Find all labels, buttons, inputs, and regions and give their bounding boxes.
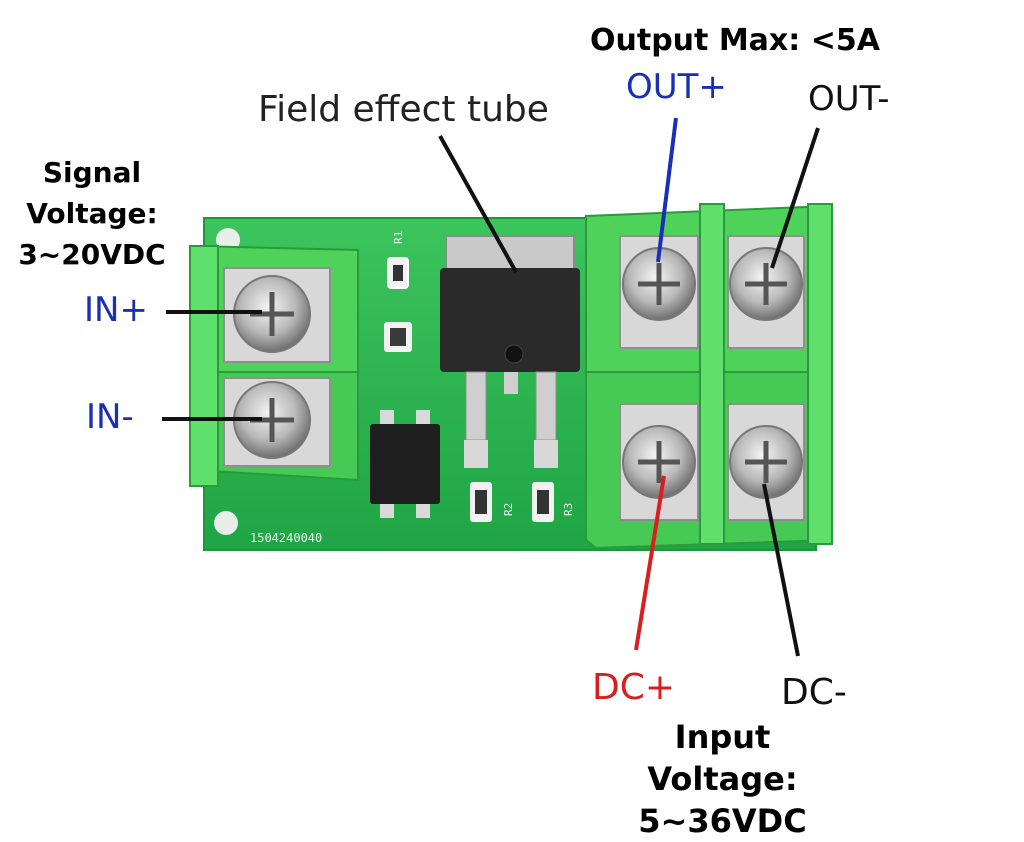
resistor-r2 xyxy=(470,482,492,522)
leader-line-fet xyxy=(438,135,518,273)
silk-r2: R2 xyxy=(502,503,515,516)
input-signal-terminal-block xyxy=(189,244,359,487)
input-voltage-label: Input Voltage: 5~36VDC xyxy=(638,718,807,840)
module-diagram: 1504240040 R1 R2 R3 xyxy=(162,117,834,657)
leader-line-out-minus xyxy=(770,127,820,269)
dc-plus-label: DC+ xyxy=(592,667,676,708)
optocoupler-chip xyxy=(370,410,440,518)
resistor-r3 xyxy=(532,482,554,522)
field-effect-tube-label: Field effect tube xyxy=(258,89,549,130)
out-plus-label: OUT+ xyxy=(626,67,727,107)
power-terminal-block xyxy=(585,203,834,550)
in-plus-label: IN+ xyxy=(84,290,148,330)
led-indicator xyxy=(384,322,412,352)
silk-r3: R3 xyxy=(562,503,575,516)
dc-minus-label: DC- xyxy=(781,672,847,713)
leader-line-dc-plus xyxy=(634,475,666,651)
board-serial-code: 1504240040 xyxy=(250,531,322,545)
signal-voltage-label: Signal Voltage: 3~20VDC xyxy=(18,156,166,271)
output-max-label: Output Max: <5A xyxy=(590,23,880,58)
leader-line-dc-minus xyxy=(762,483,800,657)
out-minus-label: OUT- xyxy=(808,79,890,119)
mosfet-chip xyxy=(440,235,580,468)
in-minus-label: IN- xyxy=(86,397,134,437)
silk-r1: R1 xyxy=(392,231,405,244)
mounting-hole-bottom xyxy=(214,511,238,535)
leader-line-out-plus xyxy=(656,117,678,263)
resistor-r1 xyxy=(387,257,409,289)
